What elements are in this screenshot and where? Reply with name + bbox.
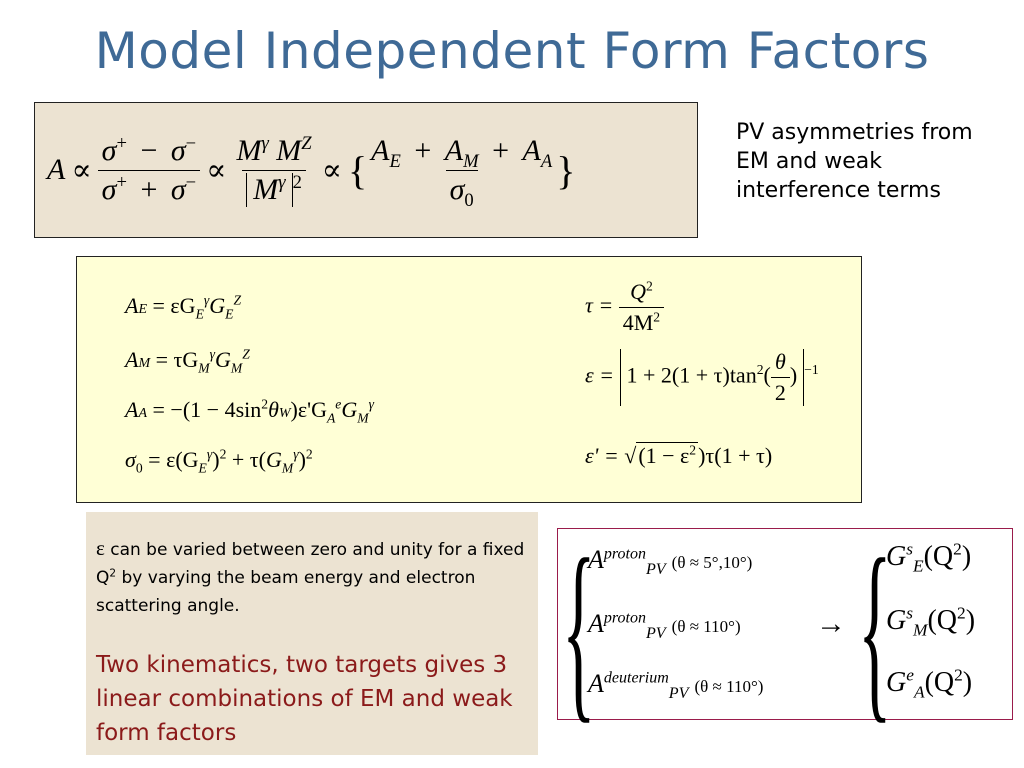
pv-asymmetries-note: PV asymmetries from EM and weak interfer… — [736, 120, 973, 203]
asym-fraction-sigma: σ+ − σ− σ+ + σ− — [97, 134, 201, 207]
eq-tau: τ = Q2 4M2 — [585, 279, 665, 336]
asym-fraction-terms: AE + AM + AA σ0 — [371, 133, 553, 211]
explanation-box: ε can be varied between zero and unity f… — [86, 512, 538, 755]
asym-prop-2: ∝ — [206, 153, 227, 187]
ff-GM-strange: GsM(Q2) — [886, 603, 976, 640]
asym-A: A — [47, 153, 66, 186]
kinematics-note: Two kinematics, two targets gives 3 line… — [96, 652, 513, 746]
form-factor-definitions-box: AE = εGEγGEZ AM = τGMγGMZ AA = −(1 − 4si… — [76, 256, 862, 503]
kin-row-proton-backward: AprotonPV(θ ≈ 110°) — [588, 609, 741, 643]
left-brace: { — [562, 519, 596, 740]
right-brace: { — [858, 519, 892, 740]
asym-lbrace: { — [347, 147, 368, 193]
kinematics-mapping-box: { AprotonPV(θ ≈ 5°,10°) AprotonPV(θ ≈ 11… — [557, 519, 1013, 740]
slide-title: Model Independent Form Factors — [94, 22, 930, 80]
kin-row-deuterium: AdeuteriumPV(θ ≈ 110°) — [588, 669, 764, 703]
asym-rbrace: } — [556, 147, 576, 193]
eq-AA: AA = −(1 − 4sin2θW)ε'GAeGMγ — [125, 396, 374, 426]
ff-GA-electron: GeA(Q2) — [886, 665, 973, 702]
eq-sigma0: σ0 = ε(GEγ)2 + τ(GMγ)2 — [125, 446, 313, 476]
asym-prop-3: ∝ — [321, 153, 342, 187]
eq-epsilon-prime: ε' = √(1 − ε2)τ(1 + τ) — [585, 442, 773, 468]
maps-to-arrow: → — [816, 607, 846, 640]
epsilon-note: ε can be varied between zero and unity f… — [96, 536, 525, 616]
asym-prop-1: ∝ — [71, 153, 92, 187]
kin-row-proton-forward: AprotonPV(θ ≈ 5°,10°) — [588, 545, 753, 579]
ff-GE-strange: GsE(Q2) — [886, 539, 972, 576]
eq-AM: AM = τGMγGMZ — [125, 346, 250, 376]
eq-AE: AE = εGEγGEZ — [125, 292, 242, 322]
